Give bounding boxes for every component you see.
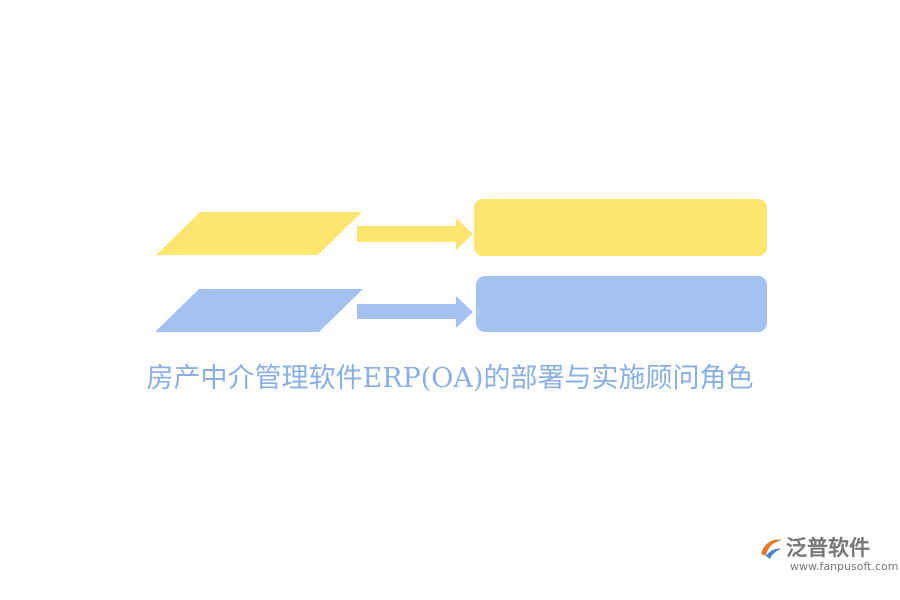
row-2-box: [476, 276, 767, 332]
diagram-caption: 房产中介管理软件ERP(OA)的部署与实施顾问角色: [146, 363, 754, 394]
fanpu-logo-icon: [761, 539, 782, 559]
row-2-parallelogram: [155, 289, 363, 332]
watermark-url: www.fanpusoft.com: [790, 560, 899, 573]
watermark: 泛普软件 www.fanpusoft.com: [758, 534, 898, 582]
row-1-arrow-shaft: [357, 226, 457, 242]
row-2-arrow-head: [456, 296, 473, 328]
watermark-brand: 泛普软件: [786, 536, 870, 560]
row-1-arrow-head: [456, 218, 473, 250]
flow-row-1: [156, 199, 767, 256]
row-2-arrow-shaft: [357, 304, 457, 319]
row-1-parallelogram: [156, 212, 362, 255]
flow-row-2: [155, 276, 767, 332]
row-1-box: [474, 199, 767, 256]
